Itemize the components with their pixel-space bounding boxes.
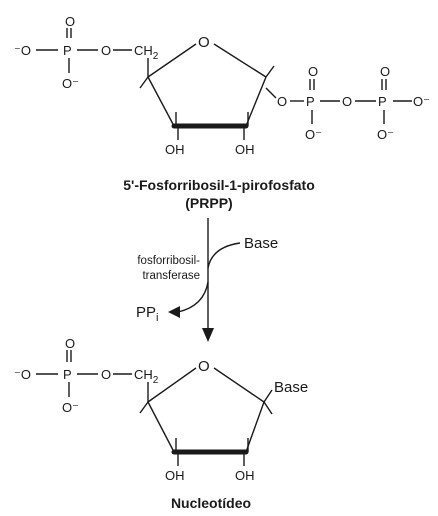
- prpp-p5-left-oxygen: ⁻O: [14, 43, 31, 58]
- nuc-p5-bridge-oxygen: O: [101, 367, 111, 382]
- nuc-bond: [139, 401, 149, 414]
- nuc-ring-bond: [245, 401, 265, 453]
- pp-exit-curve: [177, 281, 209, 313]
- prpp-ring-bond: [147, 43, 197, 78]
- nuc-ring-bond: [213, 367, 265, 403]
- prpp-abbreviation: (PRPP): [185, 195, 232, 211]
- prpp-ring-oxygen: O: [198, 34, 210, 51]
- pp-exit-arrow-head: [168, 306, 180, 318]
- prpp-bond: [265, 65, 275, 78]
- reaction-step: Base fosforribosil- transferase PPi: [136, 218, 278, 342]
- prpp-pp-p1: P: [306, 94, 315, 109]
- prpp-pp-end-oxygen: O⁻: [413, 94, 430, 109]
- prpp-p5-bridge-oxygen: O: [101, 43, 111, 58]
- nuc-ring-bond: [147, 367, 197, 403]
- nucleotide-molecule: O ⁻O P O⁻ O CH2 O Base OH OH Nucleotídeo: [14, 336, 308, 511]
- nucleotide-name: Nucleotídeo: [171, 495, 251, 511]
- prpp-ch2: CH2: [134, 43, 159, 62]
- enzyme-name-line1: fosforribosil-: [137, 255, 200, 267]
- nuc-oh-right: OH: [235, 468, 255, 483]
- nuc-oh-left: OH: [165, 468, 185, 483]
- nuc-p5-oxo: O: [65, 336, 75, 351]
- nuc-ring-oxygen: O: [198, 358, 210, 375]
- nuc-bond: [263, 389, 273, 403]
- nuc-bond: [263, 401, 273, 415]
- prpp-bond: [265, 87, 277, 99]
- prpp-ring-bond: [245, 76, 267, 127]
- base-reactant: Base: [244, 235, 278, 252]
- prpp-p5-bottom-oxygen: O⁻: [62, 76, 79, 91]
- nuc-ring-bond: [147, 401, 175, 453]
- prpp-ring-bond: [147, 76, 175, 127]
- reaction-arrow-head: [202, 328, 214, 342]
- nuc-ch2: CH2: [134, 367, 159, 386]
- prpp-pp-o1: O: [277, 94, 287, 109]
- prpp-bond: [139, 76, 149, 89]
- nuc-p5-phosphorus: P: [63, 367, 72, 382]
- prpp-pp-p2: P: [378, 94, 387, 109]
- pyrophosphate-product: PPi: [136, 304, 158, 324]
- nuc-base: Base: [274, 379, 308, 396]
- prpp-oh-right: OH: [235, 142, 255, 157]
- prpp-pp-oxo2: O: [380, 64, 390, 79]
- prpp-p5-phosphorus: P: [63, 43, 72, 58]
- nuc-p5-bottom-oxygen: O⁻: [62, 400, 79, 415]
- prpp-molecule: O ⁻O P O⁻ O CH2 O OH OH O P O: [14, 14, 430, 211]
- prpp-pp-o1-bottom: O⁻: [305, 127, 322, 142]
- prpp-oh-left: OH: [165, 142, 185, 157]
- prpp-ring-bond: [213, 43, 267, 78]
- enzyme-name-line2: transferase: [142, 270, 200, 282]
- prpp-pp-oxo1: O: [308, 64, 318, 79]
- nuc-p5-left-oxygen: ⁻O: [14, 367, 31, 382]
- prpp-pp-o2-bottom: O⁻: [377, 127, 394, 142]
- prpp-p5-oxo: O: [65, 14, 75, 29]
- base-entry-curve: [207, 242, 241, 269]
- prpp-name: 5'-Fosforribosil-1-pirofosfato: [123, 177, 315, 193]
- prpp-pp-bridge-oxygen: O: [342, 94, 352, 109]
